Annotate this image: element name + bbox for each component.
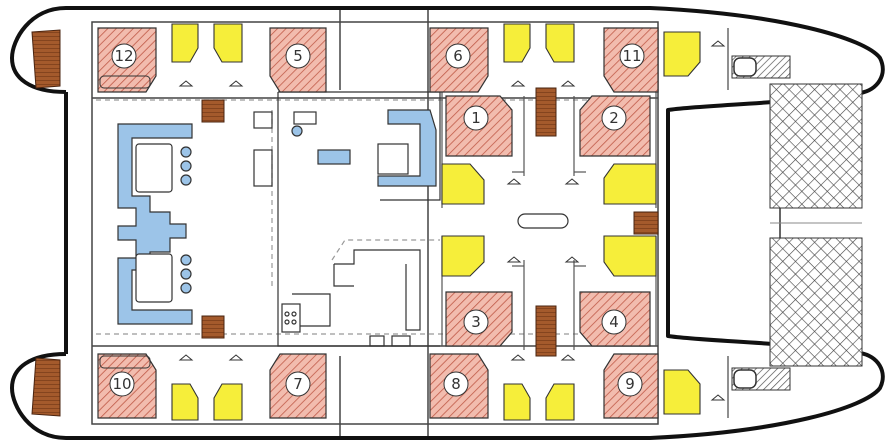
bath-cabin1	[441, 163, 485, 205]
cabin-label: 11	[622, 47, 641, 65]
cabin-label: 8	[451, 375, 461, 393]
bath-mid-upper-b	[545, 23, 575, 63]
bath-aft-upper	[663, 31, 701, 77]
bed-outlines	[99, 75, 151, 369]
bath-fwd-upper-a	[171, 23, 199, 63]
net-lower	[769, 237, 863, 367]
cabin-label: 3	[471, 313, 481, 331]
bath-mid-upper-a	[503, 23, 531, 63]
dashed-guides	[96, 99, 650, 335]
bath-cabin2	[603, 163, 657, 205]
bath-cabin3	[441, 235, 485, 277]
cabin-2[interactable]: 2	[579, 95, 651, 157]
stairs-mid-lower	[535, 305, 557, 357]
cabin-3[interactable]: 3	[445, 291, 513, 347]
cabin-label: 6	[453, 47, 463, 65]
cabin-label: 10	[112, 375, 131, 393]
cabin-7[interactable]: 7	[269, 353, 327, 419]
bath-mid-lower-a	[503, 383, 531, 421]
cabin-4[interactable]: 4	[579, 291, 651, 347]
stairs-aft	[633, 211, 659, 235]
trampoline-nets	[769, 83, 863, 367]
stairs-mid-upper	[535, 87, 557, 137]
cabin-label: 2	[609, 109, 619, 127]
bath-cabin4	[603, 235, 657, 277]
cabin-label: 5	[293, 47, 303, 65]
galley-walls	[253, 91, 569, 347]
cabin-label: 4	[609, 313, 619, 331]
bath-fwd-upper-b	[213, 23, 243, 63]
cabin-12[interactable]: 12	[97, 27, 157, 93]
cabin-10[interactable]: 10	[97, 353, 157, 419]
cabin-8[interactable]: 8	[429, 353, 489, 419]
hull-outline	[10, 6, 885, 440]
cabin-9[interactable]: 9	[603, 353, 659, 419]
deck-outline	[91, 10, 659, 436]
bathrooms	[171, 23, 701, 421]
net-upper	[769, 83, 863, 209]
stairs-fwd-lower	[201, 315, 225, 339]
stairs	[201, 87, 659, 357]
cabin-5[interactable]: 5	[269, 27, 327, 93]
saloon-seating	[117, 109, 437, 325]
bath-mid-lower-b	[545, 383, 575, 421]
hanger-icons	[178, 40, 726, 401]
cabin-11[interactable]: 11	[603, 27, 659, 93]
cabins: 12 5 6 11 1 2 3	[97, 27, 659, 419]
cabin-label: 7	[293, 375, 303, 393]
bath-aft-lower	[663, 369, 701, 415]
bath-fwd-lower-b	[213, 383, 243, 421]
cabin-label: 12	[114, 47, 133, 65]
aft-compartments	[727, 28, 791, 418]
bath-fwd-lower-a	[171, 383, 199, 421]
cabin-1[interactable]: 1	[445, 95, 513, 157]
cabin-label: 1	[471, 109, 481, 127]
cabin-label: 9	[625, 375, 635, 393]
cabin-6[interactable]: 6	[429, 27, 489, 93]
bow-lockers	[31, 29, 61, 417]
stairs-fwd-upper	[201, 99, 225, 123]
